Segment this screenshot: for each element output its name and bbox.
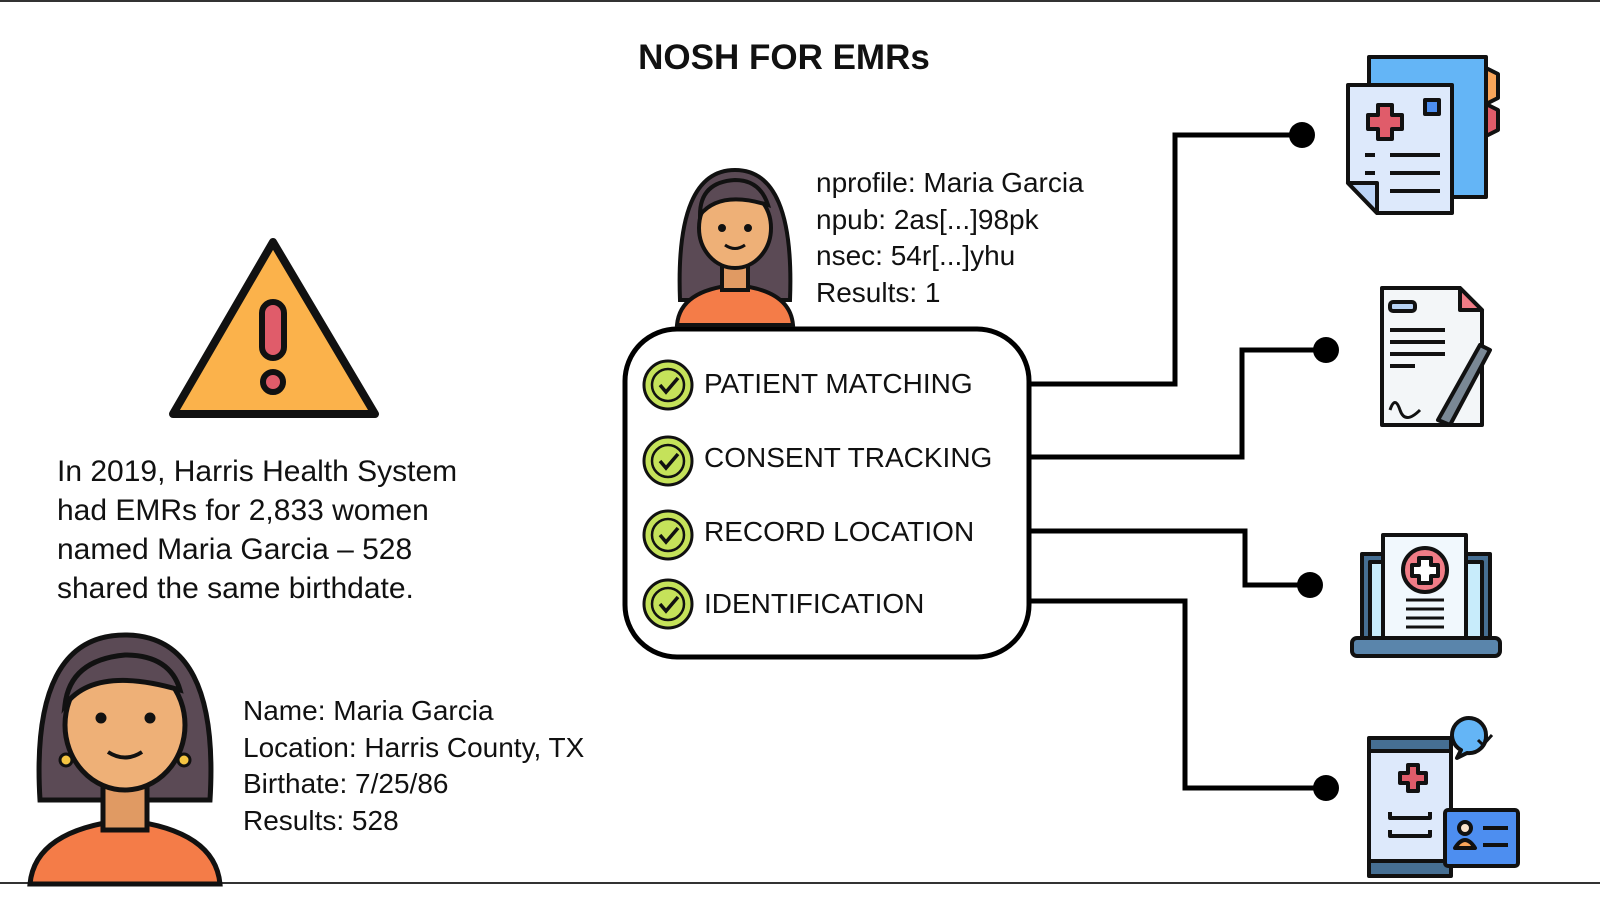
page-title: NOSH FOR EMRs	[638, 38, 930, 77]
features-box	[622, 326, 1032, 660]
medical-records-icon	[1346, 55, 1500, 215]
profile-results: Results: 528	[243, 805, 399, 837]
nsec: nsec: 54r[...]yhu	[816, 240, 1016, 272]
connector-patient-matching	[1031, 132, 1302, 387]
woman-avatar-icon	[27, 632, 223, 887]
profile-name: Name: Maria Garcia	[243, 695, 494, 726]
check-circle-icon	[642, 359, 694, 630]
traditional-profile: Name: Maria Garcia Location: Harris Coun…	[243, 693, 584, 840]
mobile-health-id-icon	[1367, 716, 1520, 878]
laptop-medical-record-icon	[1350, 533, 1502, 658]
story-line: shared the same birthdate.	[57, 572, 414, 605]
nprofile: nprofile: Maria Garcia	[816, 167, 1084, 198]
story-line: In 2019, Harris Health System	[57, 455, 458, 488]
feature-identification: IDENTIFICATION	[704, 588, 925, 619]
woman-avatar-icon	[674, 167, 796, 327]
feature-patient-matching: PATIENT MATCHING	[704, 368, 973, 399]
profile-birthdate: Birthate: 7/25/86	[243, 768, 449, 800]
feature-record-location: RECORD LOCATION	[704, 516, 975, 547]
npub: npub: 2as[...]98pk	[816, 203, 1039, 235]
signed-consent-icon	[1380, 286, 1492, 427]
nostr-results: Results: 1	[816, 277, 941, 309]
connector-consent-tracking	[1031, 347, 1326, 460]
story-line: had EMRs for 2,833 women	[57, 494, 429, 527]
connector-identification	[1031, 598, 1326, 791]
feature-consent-tracking: CONSENT TRACKING	[704, 442, 993, 473]
story-line: named Maria Garcia – 528	[57, 533, 413, 566]
story-text: In 2019, Harris Health System had EMRs f…	[57, 452, 527, 608]
nostr-profile: nprofile: Maria Garcia npub: 2as[...]98p…	[816, 165, 1084, 312]
warning-icon	[169, 238, 379, 418]
profile-location: Location: Harris County, TX	[243, 731, 585, 763]
connector-record-location	[1031, 528, 1310, 588]
